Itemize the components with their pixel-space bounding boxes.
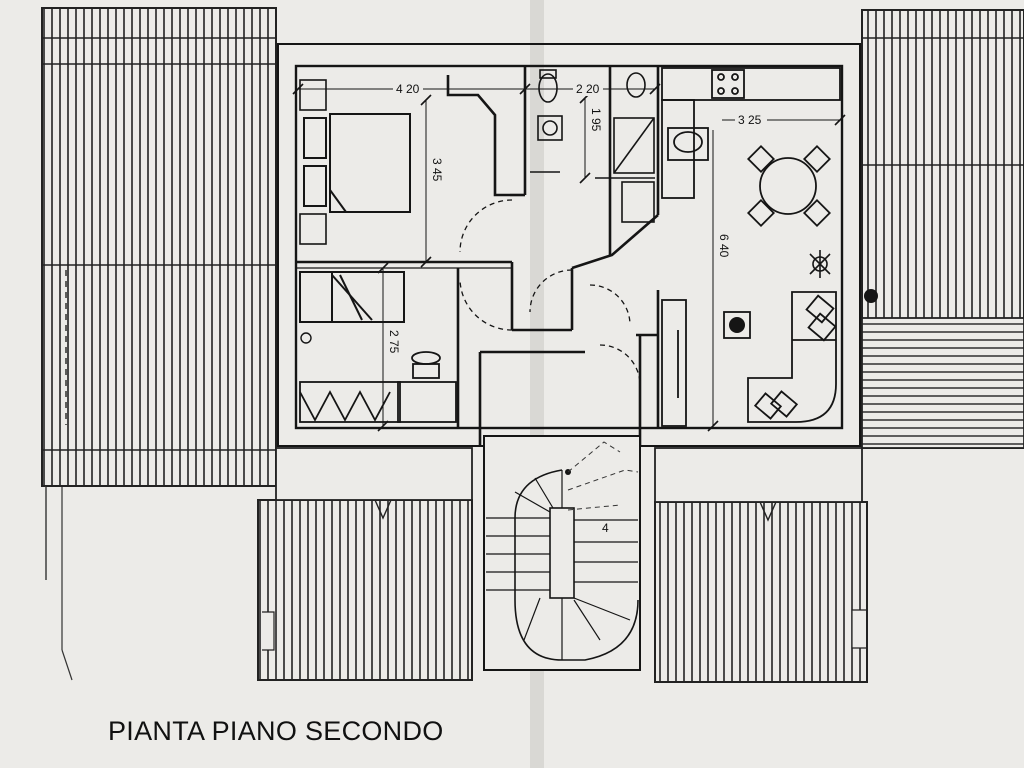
plant-icon xyxy=(809,250,831,278)
dim-bedroom-width: 4 20 xyxy=(396,82,420,96)
staircase xyxy=(483,435,641,671)
dim-small-room-depth: 2 75 xyxy=(387,330,401,354)
roof-bottom-right xyxy=(654,501,868,683)
terrace-left xyxy=(275,447,473,501)
dining-table xyxy=(746,144,832,228)
dim-bath-width: 2 20 xyxy=(576,82,600,96)
sink xyxy=(300,332,312,344)
desk xyxy=(397,351,457,423)
interior-walls xyxy=(296,66,660,446)
nightstand xyxy=(299,213,327,245)
kitchen-counter xyxy=(661,67,841,199)
sideboard xyxy=(661,299,687,427)
nightstand xyxy=(299,79,327,111)
dimension-lines xyxy=(298,88,840,426)
roof-bottom-left xyxy=(257,499,473,681)
corner-sofa xyxy=(747,291,837,423)
stair-number: 4 xyxy=(602,521,609,535)
terrace-right xyxy=(654,447,863,503)
single-bed xyxy=(299,271,405,323)
double-bed xyxy=(303,113,411,213)
bathroom-fixtures xyxy=(537,69,655,223)
wardrobe xyxy=(299,381,401,423)
dimension-ticks xyxy=(292,83,846,432)
dim-living-depth: 6 40 xyxy=(717,234,731,258)
building-outline xyxy=(277,43,861,447)
roof-top-right xyxy=(861,9,1024,449)
stove-icon xyxy=(723,311,751,339)
exterior-lamp-icon xyxy=(864,289,878,303)
dim-kitchen-width: 3 25 xyxy=(738,113,762,127)
plan-title: PIANTA PIANO SECONDO xyxy=(108,716,444,746)
door-swings xyxy=(459,199,641,386)
dim-bath-depth: 1 95 xyxy=(589,108,603,132)
roof-top-left xyxy=(41,7,277,681)
dim-bedroom-depth: 3 45 xyxy=(430,158,444,182)
